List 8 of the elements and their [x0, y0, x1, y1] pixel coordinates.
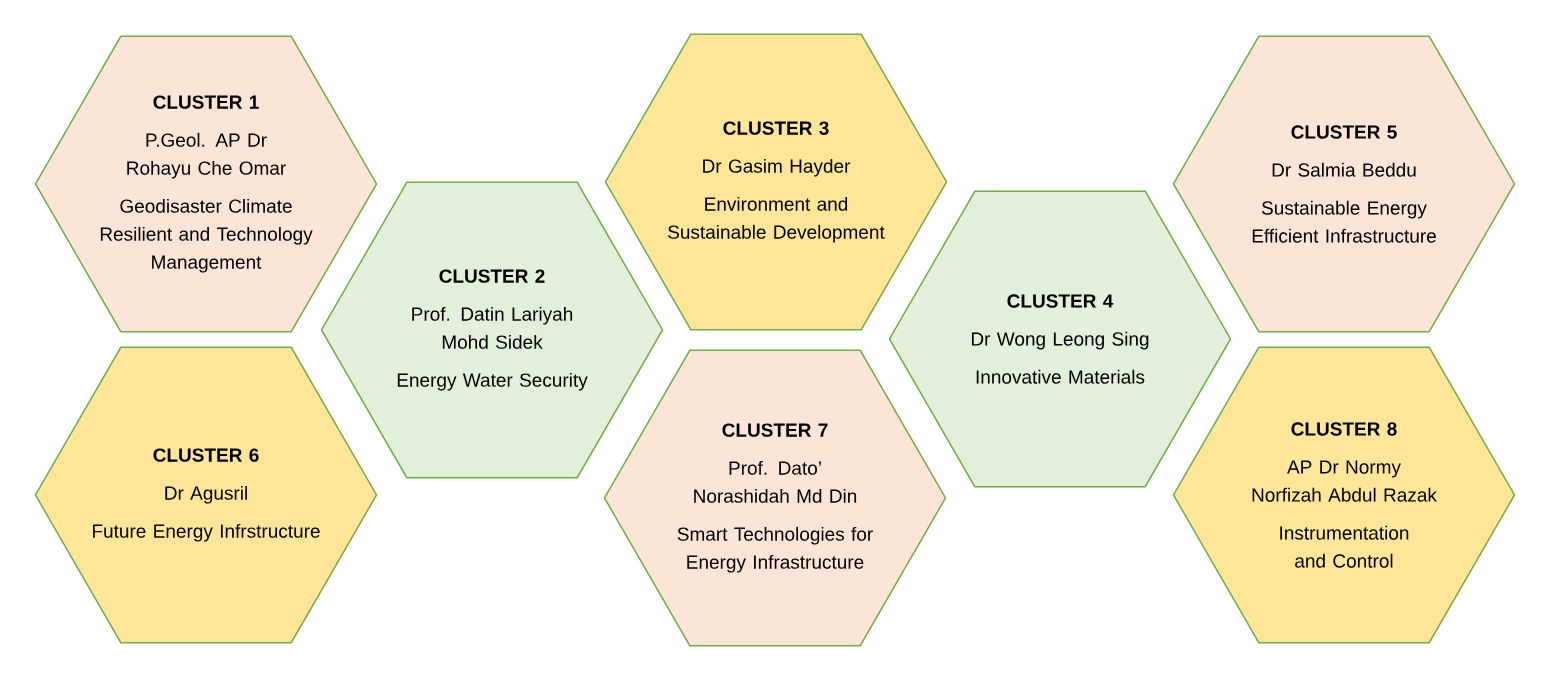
hexagon: CLUSTER 6 Dr Agusril Future Energy Infrstructure — [34, 346, 378, 644]
hexagon: CLUSTER 7 Prof. Dato’ Norashidah Md Din Smart Technologies for Energy Infrastructure — [603, 349, 947, 647]
hexagon: CLUSTER 8 AP Dr Normy Norfizah Abdul Razak Instrumentation and Control — [1172, 346, 1516, 644]
hexagon: CLUSTER 5 Dr Salmia Beddu Sustainable Energy Efficient Infrastructure — [1172, 35, 1516, 333]
hexagon: CLUSTER 1 P.Geol. AP Dr Rohayu Che Omar Geodisaster Climate Resilient and Technology Management — [34, 35, 378, 333]
hexagon: CLUSTER 4 Dr Wong Leong Sing Innovative Materials — [888, 190, 1232, 488]
hexagon: CLUSTER 3 Dr Gasim Hayder Environment and Sustainable Development — [604, 33, 948, 331]
hexagon: CLUSTER 2 Prof. Datin Lariyah Mohd Sidek Energy Water Security — [320, 181, 664, 479]
